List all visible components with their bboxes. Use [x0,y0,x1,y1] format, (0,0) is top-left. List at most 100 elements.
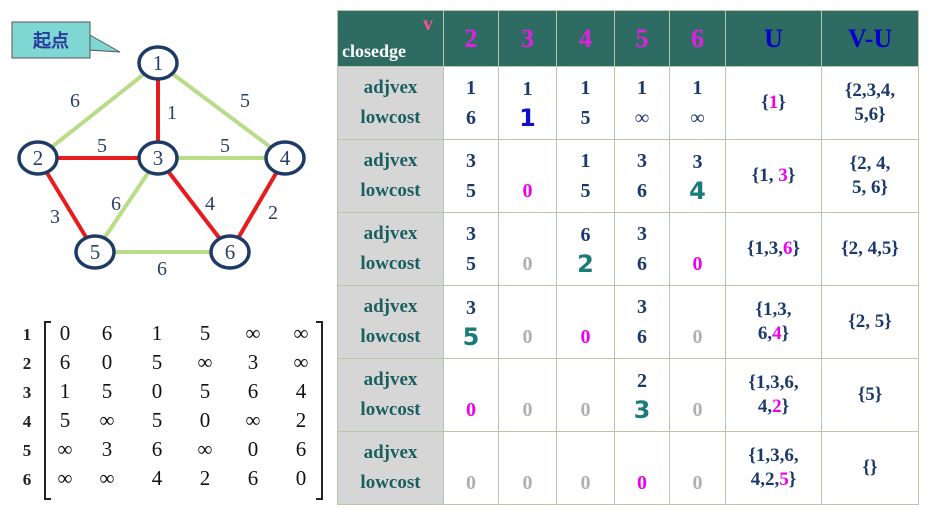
lowcost-value: 5 [580,180,591,202]
lowcost-value: 6 [466,107,476,129]
adjvex-value [525,292,530,322]
matrix-cell-1-1: 0 [60,321,71,345]
matrix-cell-2-6: ∞ [294,350,309,374]
header-v-4: 4 [556,10,615,67]
lowcost-value: ∞ [634,107,650,129]
matrix-cell-4-1: 5 [60,408,71,432]
closedge-cell-3: 0 [498,212,557,286]
adjvex-value: 6 [580,224,591,246]
adjvex-value [640,438,645,468]
adjvex-value: 3 [466,223,476,245]
lowcost-value: 0 [522,180,533,202]
matrix-cell-4-3: 5 [152,408,163,432]
matrix-cell-1-2: 6 [102,321,113,345]
adjvex-value [695,292,700,322]
set-U: {1,3,6, 4,2} [725,358,822,432]
node-4: 4 [264,140,306,176]
set-V-U: {} [821,431,919,505]
set-V-U: {5} [821,358,919,432]
matrix-cell-4-5: ∞ [246,408,261,432]
header-v-6: 6 [669,10,726,67]
closedge-cell-3: 0 [498,285,557,359]
closedge-cell-4: 0 [556,285,615,359]
matrix-cell-3-1: 1 [60,379,71,403]
lowcost-value: 6 [637,180,647,202]
adjvex-label: adjvex [363,442,418,463]
lowcost-value: 5 [462,323,480,351]
lowcost-label: lowcost [360,399,421,420]
closedge-cell-5: 0 [614,431,670,505]
corner-v-label: v [423,13,433,35]
lowcost-value: 0 [637,472,647,494]
closedge-cell-6: 0 [669,285,726,359]
adjvex-value [525,146,530,176]
matrix-cell-4-2: ∞ [100,408,115,432]
lowcost-label: lowcost [360,180,421,201]
closedge-cell-6: 0 [669,431,726,505]
set-V-U: {2, 4,5} [821,212,919,286]
node-3: 3 [137,140,179,176]
set-U: {1, 3} [725,139,822,213]
adjvex-value [583,438,588,468]
matrix-left-bracket [44,321,51,500]
matrix-cell-2-1: 6 [60,350,71,374]
matrix-cell-5-3: 6 [152,437,163,461]
matrix-cell-2-4: ∞ [198,350,213,374]
closedge-cell-6: 0 [669,212,726,286]
edge-3-5 [93,156,160,254]
closedge-cell-2: 0 [443,358,499,432]
matrix-cell-2-2: 0 [102,350,113,374]
closedge-cell-6: 0 [669,358,726,432]
node-label-3: 3 [153,146,164,170]
lowcost-value: 0 [580,326,591,348]
set-U: {1} [725,66,822,140]
adjvex-value: 1 [580,77,591,99]
lowcost-value: 5 [580,107,591,129]
matrix-cell-5-2: 3 [102,437,113,461]
lowcost-value: 5 [466,180,476,202]
matrix-cell-4-6: 2 [296,408,307,432]
edge-weight-2-5: 3 [50,206,60,228]
lowcost-label: lowcost [360,107,421,128]
matrix-cell-5-5: 0 [248,437,259,461]
edge-weight-3-4: 5 [220,135,230,157]
adjvex-value: 3 [692,151,703,173]
matrix-row-label-6: 6 [23,470,32,489]
set-V-U: {2, 4, 5, 6} [821,139,919,213]
lowcost-value: 0 [692,326,703,348]
edge-1-2 [36,61,160,160]
lowcost-label: lowcost [360,326,421,347]
adjvex-label: adjvex [363,296,418,317]
set-U: {1,3,6, 4,2,5} [725,431,822,505]
header-v-2: 2 [443,10,499,67]
header-v-5: 5 [614,10,670,67]
node-label-5: 5 [90,240,101,264]
matrix-row-label-3: 3 [23,383,32,402]
lowcost-value: 3 [633,396,651,424]
adjvex-value: 3 [466,297,476,319]
matrix-row-label-5: 5 [23,441,32,460]
row-label: adjvex lowcost [337,285,444,359]
adjvex-value: 1 [522,78,533,100]
closedge-cell-4: 0 [556,431,615,505]
